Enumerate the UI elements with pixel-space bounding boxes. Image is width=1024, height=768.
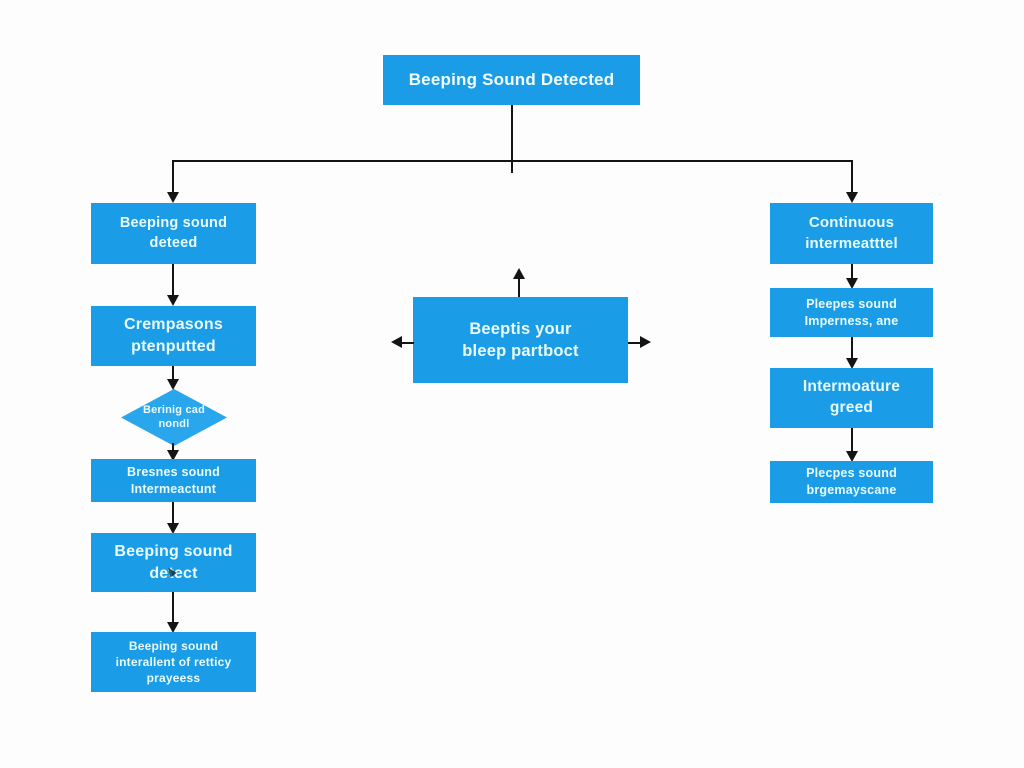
arrowhead-down-icon	[167, 450, 179, 461]
arrowhead-down-icon	[167, 523, 179, 534]
connector-left-2-3	[172, 366, 174, 380]
arrowhead-right-icon	[640, 336, 651, 348]
flowchart-center-node: Beeptis your bleep partboct	[413, 297, 628, 383]
flowchart-node-right-2: Pleepes sound Imperness, ane	[770, 288, 933, 337]
connector-right-3-4	[851, 428, 853, 452]
connector-title-stem	[511, 105, 513, 161]
flowchart-node-left-1: Beeping sound deteed	[91, 203, 256, 264]
connector-right-2-3	[851, 337, 853, 359]
connector-center-right	[628, 342, 641, 344]
connector-left-drop	[172, 162, 174, 193]
arrowhead-down-icon	[846, 358, 858, 369]
connector-right-1-2	[851, 264, 853, 279]
flowchart-node-left-6: Beeping sound interallent of retticy pra…	[91, 632, 256, 692]
arrowhead-left-icon	[391, 336, 402, 348]
connector-right-drop	[851, 162, 853, 193]
arrowhead-down-icon	[846, 278, 858, 289]
connector-left-5-6	[172, 592, 174, 623]
arrowhead-down-icon	[167, 622, 179, 633]
arrowhead-down-icon	[846, 451, 858, 462]
connector-center-up	[518, 279, 520, 297]
arrowhead-down-icon	[167, 192, 179, 203]
connector-branch-horizontal	[172, 160, 853, 162]
flowchart-node-right-3: Intermoature greed	[770, 368, 933, 428]
arrowhead-down-icon	[167, 295, 179, 306]
flowchart-node-left-5: Beeping sound detect	[91, 533, 256, 592]
arrowhead-up-icon	[513, 268, 525, 279]
arrowhead-down-icon	[167, 379, 179, 390]
connector-left-1-2	[172, 264, 174, 296]
connector-center-stub	[511, 162, 513, 173]
connector-left-4-5	[172, 502, 174, 524]
flowchart-title-node: Beeping Sound Detected	[383, 55, 640, 105]
flowchart-node-right-4: Plecpes sound brgemayscane	[770, 461, 933, 503]
flowchart-node-right-1: Continuous intermeatttel	[770, 203, 933, 264]
arrowhead-down-icon	[846, 192, 858, 203]
flowchart-node-left-4: Bresnes sound Intermeactunt	[91, 459, 256, 502]
connector-center-left	[401, 342, 414, 344]
flowchart-decision-diamond: Berinig cad nondl	[121, 389, 227, 446]
connector-left-3-4	[172, 443, 174, 451]
flowchart-node-left-2: Crempasons ptenputted	[91, 306, 256, 366]
